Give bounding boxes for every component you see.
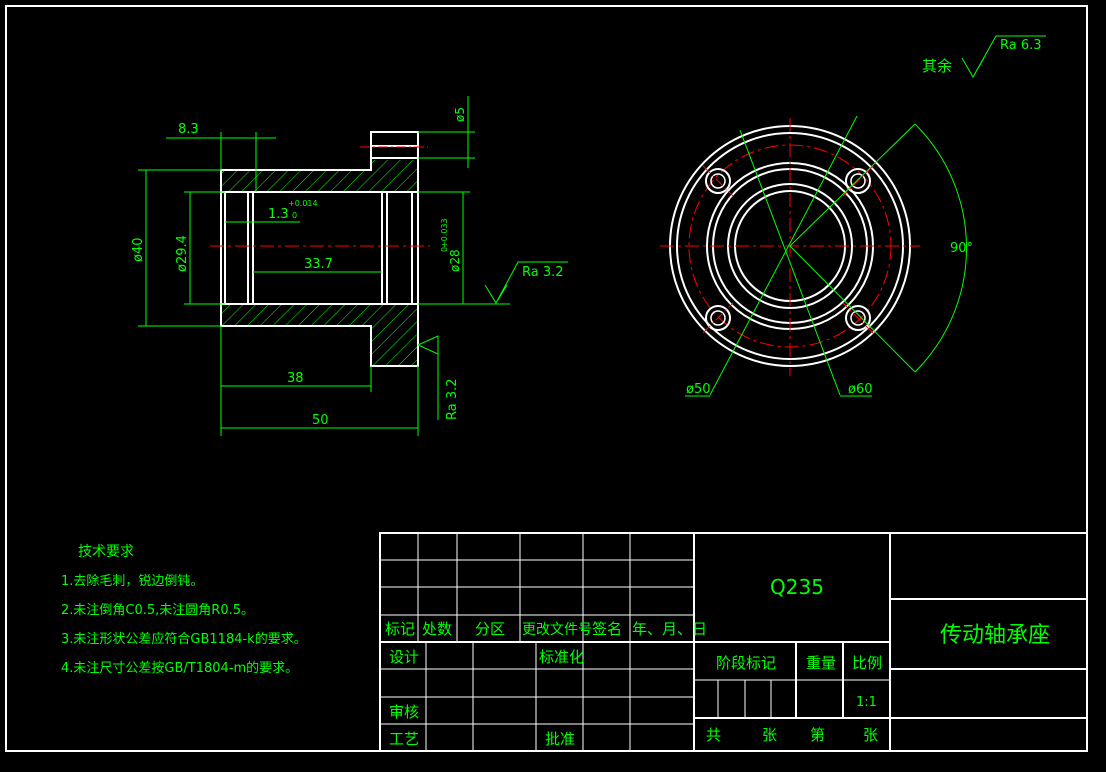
tb-scale-value: 1:1 [856, 695, 877, 710]
tb-review: 审核 [389, 703, 419, 721]
tb-header-mark: 标记 [385, 620, 415, 638]
tb-header-change-doc: 更改文件号 [522, 622, 592, 638]
dim-phi5: ø5 [453, 107, 467, 122]
tb-header-count: 处数 [422, 620, 452, 638]
tb-design: 设计 [389, 648, 419, 666]
roughness-face-label: Ra 3.2 [522, 265, 564, 280]
tb-sheet-no: 第 [810, 726, 825, 744]
notes-item: 4.未注尺寸公差按GB/T1804-m的要求。 [61, 660, 298, 676]
dim-50: 50 [312, 413, 329, 428]
dim-phi40: ø40 [131, 238, 146, 263]
dim-1-3-tol-lower: 0 [292, 211, 297, 220]
roughness-general-prefix: 其余 [922, 57, 952, 75]
notes-item: 1.去除毛刺，锐边倒钝。 [61, 574, 203, 589]
section-view [138, 96, 568, 436]
dim-phi28: ø28 [448, 249, 462, 272]
tb-header-date: 年、月、日 [632, 620, 707, 638]
notes-item: 2.未注倒角C0.5,未注圆角R0.5。 [61, 603, 254, 618]
tb-standardize: 标准化 [539, 648, 584, 666]
tb-sheet-unit: 张 [762, 726, 777, 744]
roughness-bore-label: Ra 3.2 [445, 378, 460, 420]
dim-8-3: 8.3 [178, 122, 199, 137]
tb-stage-mark: 阶段标记 [716, 654, 776, 672]
notes-item: 3.未注形状公差应符合GB1184-k的要求。 [61, 631, 307, 647]
dim-phi50: ø50 [686, 382, 711, 397]
roughness-general-label: Ra 6.3 [1000, 38, 1042, 53]
tb-approve: 批准 [545, 730, 575, 748]
tb-material: Q235 [770, 575, 824, 599]
tb-weight: 重量 [806, 654, 836, 672]
section-hatch-top [221, 160, 418, 192]
dim-phi28-tol-lower: 0 [440, 247, 449, 252]
section-hatch-bottom [221, 304, 418, 366]
dim-33-7: 33.7 [304, 257, 333, 272]
tb-sheet-unit2: 张 [863, 726, 878, 744]
dim-1-3-tol-upper: +0.014 [288, 199, 318, 208]
tb-sheet-total: 共 [706, 726, 721, 744]
dim-90-deg: 90° [950, 241, 973, 256]
end-view [660, 35, 1046, 397]
dim-phi29-4: ø29.4 [175, 235, 190, 272]
title-block [379, 532, 1088, 752]
dim-1-3: 1.3 [268, 207, 289, 222]
tb-header-signature: 签名 [592, 620, 622, 638]
tb-part-name: 传动轴承座 [940, 623, 1050, 648]
tb-process: 工艺 [389, 730, 419, 748]
notes-title: 技术要求 [78, 544, 134, 560]
dim-phi60: ø60 [848, 382, 873, 397]
tb-scale-label: 比例 [852, 654, 882, 672]
dim-38: 38 [287, 371, 304, 386]
tb-header-zone: 分区 [475, 620, 505, 638]
dim-phi28-tol-upper: +0.033 [440, 218, 449, 248]
